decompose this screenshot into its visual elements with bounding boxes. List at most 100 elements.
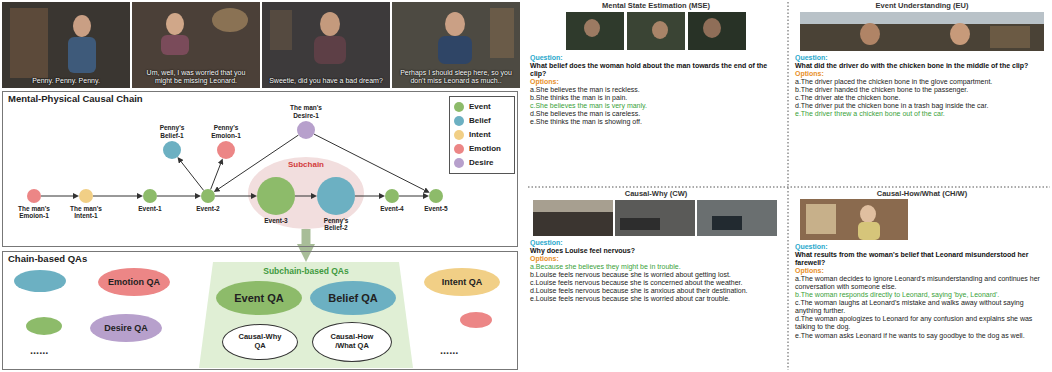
node-label: Penny's Belief-1 (152, 124, 192, 139)
chain-node-circle: Penny's Emoion-1 (217, 141, 235, 159)
causal-arrow (211, 164, 221, 190)
legend-text: Desire (469, 158, 493, 167)
option-text: a.The driver placed the chicken bone in … (795, 78, 1049, 86)
option-text: e.She thinks the man is showing off. (530, 118, 782, 126)
qa-label: Desire QA (104, 323, 148, 333)
chain-node-circle: The man's Desire-1 (297, 121, 315, 139)
qa-ellipse: Belief QA (310, 281, 396, 315)
chain-node-circle: Penny's Belief-1 (163, 141, 181, 159)
option-text: c.Louise feels nervous because she is co… (530, 279, 782, 287)
options-tag: Options: (795, 70, 1049, 78)
panel-box: Mental-Physical Causal ChainThe man's Em… (2, 91, 518, 247)
panel-heading: Chain-based QAs (8, 254, 87, 265)
causal-arrow (215, 196, 251, 197)
question-text: What results from the woman's belief tha… (795, 251, 1049, 267)
causal-arrow (295, 196, 311, 197)
causal-arrow (399, 196, 423, 197)
qa-label: Causal-How /What QA (326, 333, 378, 350)
node-label: Penny's Belief-2 (320, 217, 352, 232)
panel-title: Mental State Estimation (MSE) (530, 2, 782, 11)
option-text: c.She believes the man is very manly. (530, 102, 782, 110)
subchain-ellipse: SubchainEvent-3Penny's Belief-2 (248, 157, 364, 229)
panel-heading: Mental-Physical Causal Chain (8, 94, 143, 105)
qa-label: Belief QA (328, 292, 378, 305)
option-text: d.She believes the man is careless. (530, 110, 782, 118)
node-label: Event-3 (256, 217, 296, 224)
node-label: The man's Emoion-1 (12, 205, 56, 220)
chain-node-circle: Event-5 (429, 189, 443, 203)
subtitle: Penny. Penny. Penny. (8, 77, 124, 85)
chain-node-circle: The man's Intent-1 (79, 189, 93, 203)
subtitle: Sweetie, did you have a bad dream? (268, 77, 384, 85)
legend-swatch (454, 130, 464, 140)
option-text: e.Louise feels nervous because she is wo… (530, 295, 782, 303)
qa-ellipse: Intent QA (424, 268, 500, 296)
legend-text: Intent (469, 130, 491, 139)
node-label: The man's Intent-1 (64, 205, 108, 220)
node-label: Event-4 (372, 205, 412, 212)
qa-ellipse: Emotion QA (98, 268, 170, 296)
qa-ellipse: Event QA (216, 281, 302, 315)
qa-label: Event QA (234, 292, 284, 305)
trapezoid-fill (199, 262, 413, 368)
options-tag: Options: (795, 267, 1049, 275)
option-text: b.The woman responds directly to Leonard… (795, 291, 1049, 299)
chain-node-circle: Event-3 (257, 177, 295, 215)
qa-label: Emotion QA (108, 277, 160, 287)
question-text: Why does Louise feel nervous? (530, 247, 782, 255)
options-tag: Options: (530, 78, 782, 86)
ellipsis: ...... (30, 344, 48, 357)
causal-arrow (41, 196, 73, 197)
option-text: d.The woman apologizes to Leonard for an… (795, 315, 1049, 331)
question-tag: Question: (530, 239, 782, 247)
option-text: c.The woman laughs at Leonard's mistake … (795, 299, 1049, 315)
legend-swatch (454, 158, 464, 168)
legend-box: EventBeliefIntentEmotionDesire (449, 96, 515, 174)
region-heading: Subchain-based QAs (199, 267, 413, 277)
option-text: b.Louise feels nervous because she is wo… (530, 271, 782, 279)
question-text: What belief does the woman hold about th… (530, 62, 782, 78)
causal-arrow (355, 196, 379, 197)
question-text: What did the driver do with the chicken … (795, 62, 1049, 70)
legend-swatch (454, 144, 464, 154)
option-text: e.The driver threw a chicken bone out of… (795, 110, 1049, 118)
panel-title: Causal-How/What (CH/W) (795, 190, 1049, 199)
option-text: b.The driver handed the chicken bone to … (795, 86, 1049, 94)
question-tag: Question: (530, 54, 782, 62)
block-arrow (302, 229, 311, 244)
chain-node-circle: Event-4 (385, 189, 399, 203)
subchain-qa-region: Subchain-based QAsEvent QA Belief QA Causa… (199, 262, 413, 368)
subtitle: Um, well, I was worried that you might b… (138, 69, 254, 85)
option-text: d.Louise feels nervous because she is an… (530, 287, 782, 295)
causal-qa-ellipse: Causal-How /What QA (312, 322, 392, 362)
qa-ellipse: Desire QA (90, 314, 162, 342)
qa-label: Intent QA (442, 277, 483, 287)
option-text: c.The driver ate the chicken bone. (795, 94, 1049, 102)
option-text: a.She believes the man is reckless. (530, 86, 782, 94)
option-text: d.The driver put the chicken bone in a t… (795, 102, 1049, 110)
node-label: Penny's Emoion-1 (204, 124, 248, 139)
subtitle: Perhaps I should sleep here, so you don'… (398, 69, 514, 85)
legend-swatch (454, 102, 464, 112)
qa-label: Causal-Why QA (232, 333, 288, 350)
node-label: Event-1 (130, 205, 170, 212)
legend-swatch (454, 116, 464, 126)
question-tag: Question: (795, 243, 1049, 251)
node-label: The man's Desire-1 (281, 104, 331, 119)
chain-node-circle: Event-1 (143, 189, 157, 203)
region-heading: Subchain (248, 160, 364, 169)
chain-node-circle: The man's Emoion-1 (27, 189, 41, 203)
causal-arrow (181, 162, 204, 191)
option-text: a.The woman decides to ignore Leonard's … (795, 275, 1049, 291)
causal-arrow (93, 196, 137, 197)
question-tag: Question: (795, 54, 1049, 62)
legend-text: Event (469, 102, 491, 111)
legend-text: Emotion (469, 144, 501, 153)
panel-title: Causal-Why (CW) (530, 190, 782, 199)
node-label: Event-2 (188, 205, 228, 212)
causal-qa-ellipse: Causal-Why QA (222, 324, 298, 360)
ellipsis: ...... (440, 344, 458, 357)
options-tag: Options: (530, 255, 782, 263)
chain-node-circle: Event-2 (201, 189, 215, 203)
panel-title: Event Understanding (EU) (795, 2, 1049, 11)
